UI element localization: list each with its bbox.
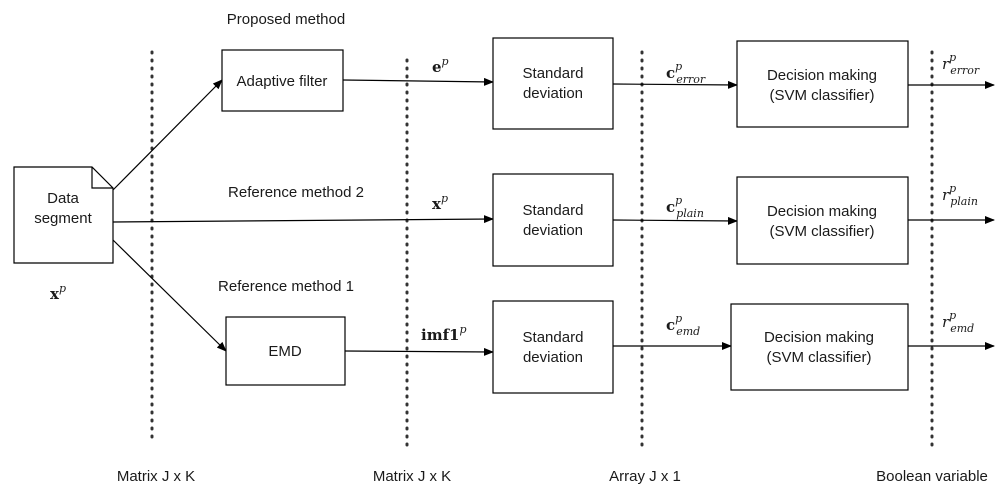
stage-label-1: Matrix J x K (117, 468, 195, 485)
var-x-p-input: xp (50, 282, 66, 303)
proposed-method-label: Proposed method (227, 11, 345, 28)
arrow-c-plain (612, 216, 738, 225)
decision-making-node-3: Decision making (SVM classifier) (730, 303, 909, 391)
std-2-label-line2: deviation (523, 222, 583, 239)
output-arrows (908, 81, 995, 350)
arrows-to-std (342, 77, 494, 356)
reference-method-1-label: Reference method 1 (218, 278, 354, 295)
arrow-e-to-std-1 (342, 77, 494, 86)
emd-label: EMD (268, 343, 302, 360)
var-x-p: xp (432, 192, 448, 213)
reference-method-2-label: Reference method 2 (228, 184, 364, 201)
decision-3-label-line2: (SVM classifier) (766, 349, 871, 366)
adaptive-filter-label: Adaptive filter (237, 73, 328, 90)
stage-label-4: Boolean variable (876, 468, 988, 485)
branch-arrows (112, 79, 494, 352)
decision-making-node-2: Decision making (SVM classifier) (736, 176, 909, 265)
stage-label-3: Array J x 1 (609, 468, 681, 485)
decision-1-label-line1: Decision making (767, 67, 877, 84)
std-3-label-line1: Standard (523, 329, 584, 346)
arrow-c-error (612, 80, 738, 89)
arrow-to-standard-deviation-2 (112, 215, 494, 224)
adaptive-filter-node: Adaptive filter (221, 49, 344, 112)
stage-label-2: Matrix J x K (373, 468, 451, 485)
decision-making-node-1: Decision making (SVM classifier) (736, 40, 909, 128)
decision-3-label-line1: Decision making (764, 329, 874, 346)
std-1-label-line2: deviation (523, 85, 583, 102)
emd-node: EMD (225, 316, 346, 386)
arrow-to-emd (112, 239, 227, 352)
arrow-imf1-to-std-3 (344, 347, 494, 356)
std-1-label-line1: Standard (523, 65, 584, 82)
standard-deviation-node-2: Standard deviation (492, 173, 614, 267)
standard-deviation-node-1: Standard deviation (492, 37, 614, 130)
std-2-label-line1: Standard (523, 202, 584, 219)
data-segment-node: Data segment (13, 166, 114, 264)
decision-1-label-line2: (SVM classifier) (769, 87, 874, 104)
decision-2-label-line2: (SVM classifier) (769, 223, 874, 240)
data-segment-label-line1: Data (47, 190, 79, 207)
var-e-p: ep (432, 55, 449, 76)
arrow-to-adaptive-filter (112, 79, 223, 191)
std-3-label-line2: deviation (523, 349, 583, 366)
var-imf1-p: imf1p (421, 323, 467, 344)
decision-2-label-line1: Decision making (767, 203, 877, 220)
standard-deviation-node-3: Standard deviation (492, 300, 614, 394)
stage-dividers (150, 50, 934, 447)
arrows-to-decision (612, 80, 738, 350)
data-segment-label-line2: segment (34, 210, 92, 227)
